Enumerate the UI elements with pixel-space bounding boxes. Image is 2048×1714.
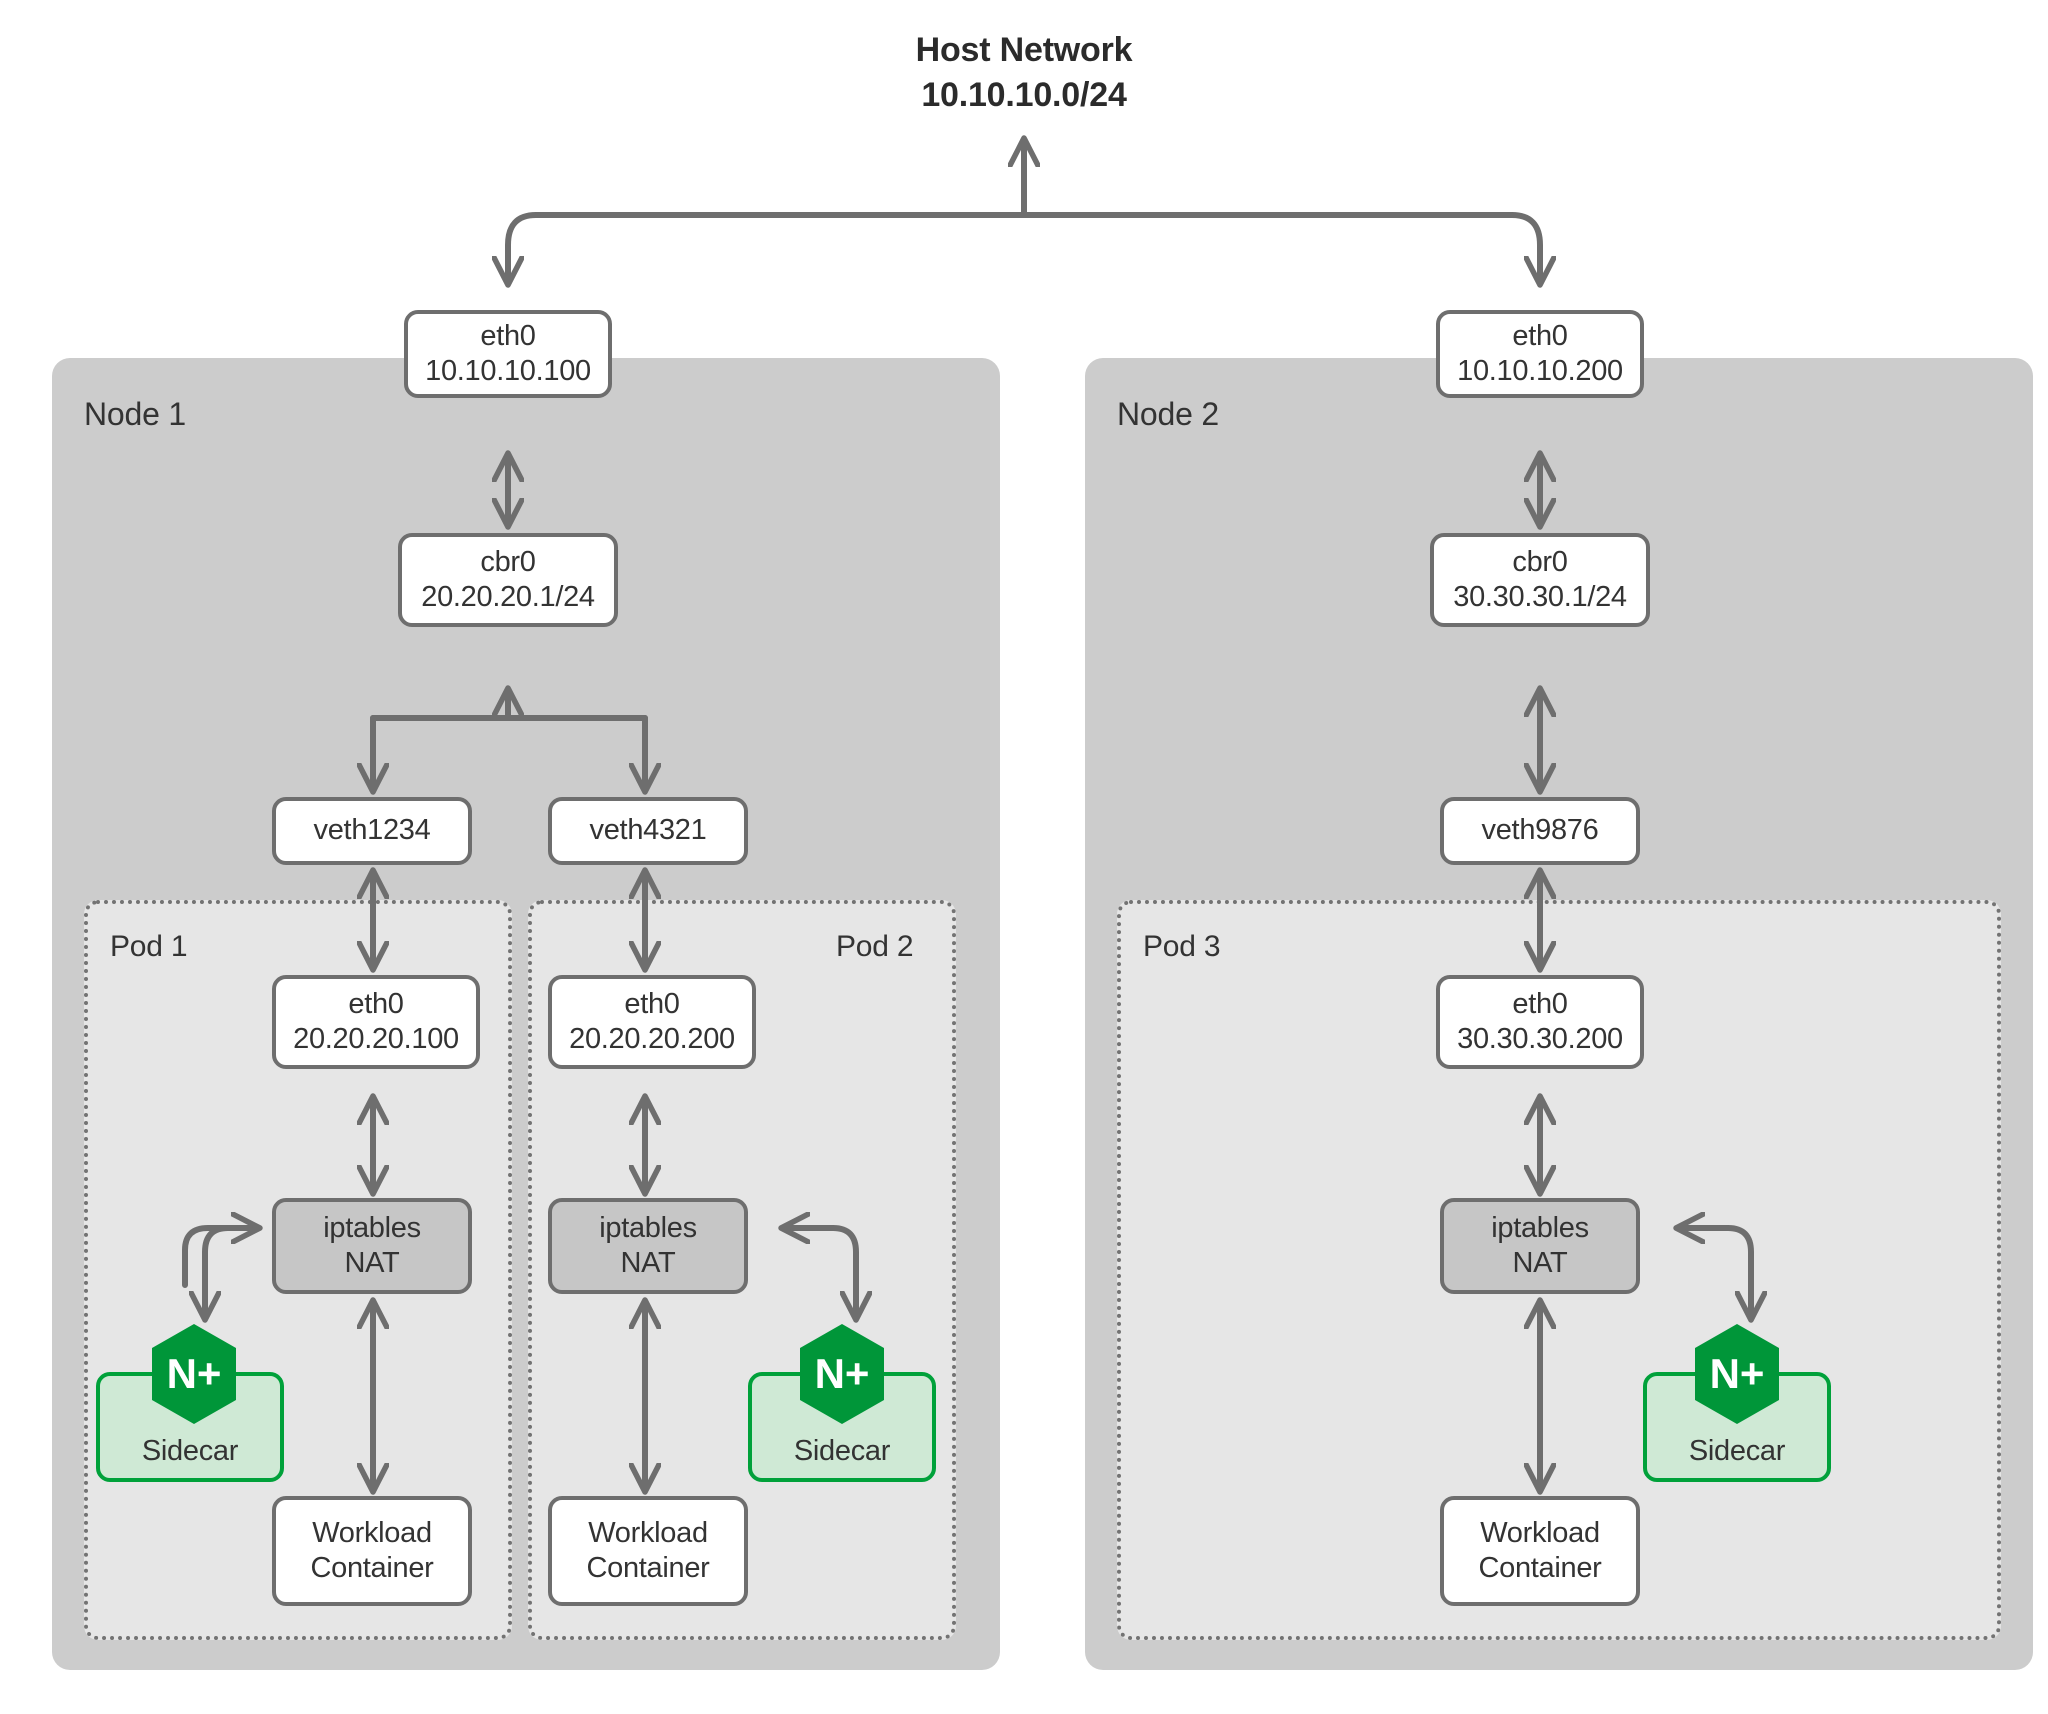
pod1-workload-line1: Workload <box>312 1516 432 1549</box>
node2-eth0-ip: 10.10.10.200 <box>1457 355 1623 387</box>
node2-cbr0-box[interactable]: cbr0 30.30.30.1/24 <box>1430 533 1650 627</box>
pod3-workload-container-box[interactable]: Workload Container <box>1440 1496 1640 1606</box>
pod2-eth0-name: eth0 <box>624 987 680 1020</box>
host-network-title: Host Network 10.10.10.0/24 <box>0 28 2048 118</box>
pod2-workload-line1: Workload <box>588 1516 708 1549</box>
node1-veth-4321-label: veth4321 <box>589 814 707 847</box>
node1-eth0-box[interactable]: eth0 10.10.10.100 <box>404 310 612 398</box>
pod2-eth0-box[interactable]: eth0 20.20.20.200 <box>548 975 756 1069</box>
host-network-title-line1: Host Network <box>915 31 1133 69</box>
node2-veth-9876-label: veth9876 <box>1481 814 1599 847</box>
node2-eth0-name: eth0 <box>1512 319 1568 352</box>
pod1-workload-container-box[interactable]: Workload Container <box>272 1496 472 1606</box>
pod1-eth0-ip: 20.20.20.100 <box>293 1023 459 1055</box>
pod2-iptables-nat-box[interactable]: iptables NAT <box>548 1198 748 1294</box>
pod3-eth0-name: eth0 <box>1512 987 1568 1020</box>
pod1-eth0-name: eth0 <box>348 987 404 1020</box>
pod2-workload-line2: Container <box>586 1552 710 1584</box>
pod-label-3: Pod 3 <box>1143 930 1221 963</box>
node1-cbr0-box[interactable]: cbr0 20.20.20.1/24 <box>398 533 618 627</box>
pod1-workload-line2: Container <box>310 1552 434 1584</box>
node2-veth-9876-box[interactable]: veth9876 <box>1440 797 1640 865</box>
node2-cbr0-name: cbr0 <box>1512 545 1568 578</box>
pod3-nat-line1: iptables <box>1491 1211 1589 1244</box>
node2-cbr0-ip: 30.30.30.1/24 <box>1453 581 1627 613</box>
pod-label-2: Pod 2 <box>836 930 914 963</box>
node1-veth-1234-label: veth1234 <box>313 814 431 847</box>
pod1-eth0-box[interactable]: eth0 20.20.20.100 <box>272 975 480 1069</box>
pod3-eth0-box[interactable]: eth0 30.30.30.200 <box>1436 975 1644 1069</box>
pod3-workload-line1: Workload <box>1480 1516 1600 1549</box>
pod3-eth0-ip: 30.30.30.200 <box>1457 1023 1623 1055</box>
pod1-nat-line1: iptables <box>323 1211 421 1244</box>
pod1-iptables-nat-box[interactable]: iptables NAT <box>272 1198 472 1294</box>
pod1-nat-line2: NAT <box>344 1247 400 1279</box>
node-label-2: Node 2 <box>1117 396 1219 432</box>
pod1-sidecar-label: Sidecar <box>141 1435 239 1467</box>
node1-veth-1234-box[interactable]: veth1234 <box>272 797 472 865</box>
host-network-title-line2: 10.10.10.0/24 <box>921 75 1127 114</box>
node1-eth0-ip: 10.10.10.100 <box>425 355 591 387</box>
pod1-sidecar-box[interactable]: Sidecar <box>96 1372 284 1482</box>
pod3-sidecar-box[interactable]: Sidecar <box>1643 1372 1831 1482</box>
node1-eth0-name: eth0 <box>480 319 536 352</box>
pod3-sidecar-label: Sidecar <box>1688 1435 1786 1467</box>
pod2-sidecar-box[interactable]: Sidecar <box>748 1372 936 1482</box>
pod2-sidecar-label: Sidecar <box>793 1435 891 1467</box>
node-label-1: Node 1 <box>84 396 186 432</box>
pod3-workload-line2: Container <box>1478 1552 1602 1584</box>
node2-eth0-box[interactable]: eth0 10.10.10.200 <box>1436 310 1644 398</box>
pod2-workload-container-box[interactable]: Workload Container <box>548 1496 748 1606</box>
pod2-eth0-ip: 20.20.20.200 <box>569 1023 735 1055</box>
pod2-nat-line1: iptables <box>599 1211 697 1244</box>
node1-veth-4321-box[interactable]: veth4321 <box>548 797 748 865</box>
pod2-nat-line2: NAT <box>620 1247 676 1279</box>
node1-cbr0-ip: 20.20.20.1/24 <box>421 581 595 613</box>
node1-cbr0-name: cbr0 <box>480 545 536 578</box>
pod3-iptables-nat-box[interactable]: iptables NAT <box>1440 1198 1640 1294</box>
pod-label-1: Pod 1 <box>110 930 188 963</box>
pod3-nat-line2: NAT <box>1512 1247 1568 1279</box>
